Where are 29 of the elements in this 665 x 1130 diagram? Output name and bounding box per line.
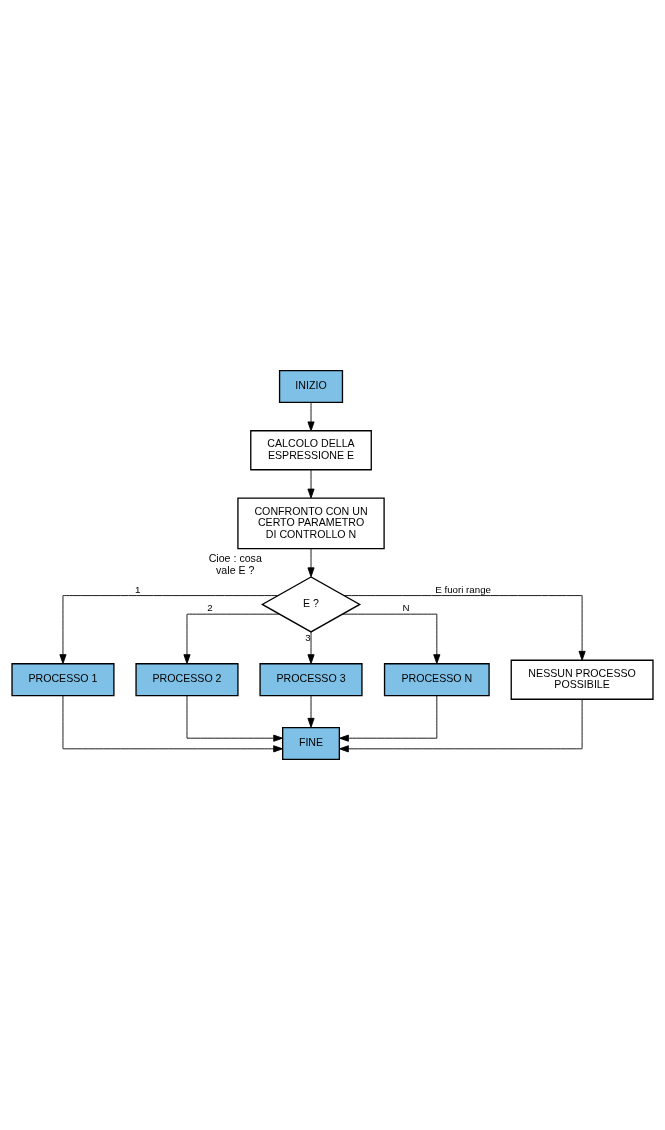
arrow — [307, 695, 315, 728]
node-box: INIZIO — [278, 369, 344, 404]
node-box: NESSUN PROCESSO POSSIBILE — [510, 659, 654, 700]
arrow — [183, 613, 280, 664]
edge-label: 3 — [305, 631, 311, 643]
arrow — [339, 695, 438, 742]
arrow — [307, 402, 315, 432]
node-box: PROCESSO N — [383, 663, 490, 697]
arrow — [186, 695, 283, 742]
arrow — [307, 548, 315, 578]
node-box: CONFRONTO CON UN CERTO PARAMETRO DI CONTROLLO N — [237, 497, 385, 550]
arrow — [342, 613, 441, 664]
node-box: CALCOLO DELLA ESPRESSIONE E — [250, 430, 372, 471]
node-label: Cioe : cosa vale E ? — [208, 552, 262, 576]
node-box: PROCESSO 3 — [259, 663, 363, 697]
edge-label: E fuori range — [435, 583, 492, 595]
arrow — [339, 698, 583, 753]
arrow — [59, 595, 279, 664]
edge-label: 1 — [135, 583, 141, 595]
arrow — [307, 631, 315, 664]
edge-label: N — [402, 602, 410, 614]
node-box: FINE — [282, 726, 341, 761]
edge-label: 2 — [207, 602, 213, 614]
arrow — [62, 695, 283, 753]
arrow — [307, 469, 315, 499]
node-box: PROCESSO 2 — [135, 663, 239, 697]
node-box: PROCESSO 1 — [11, 663, 115, 697]
node-diamond: E ? — [260, 576, 362, 633]
arrow — [343, 595, 586, 661]
